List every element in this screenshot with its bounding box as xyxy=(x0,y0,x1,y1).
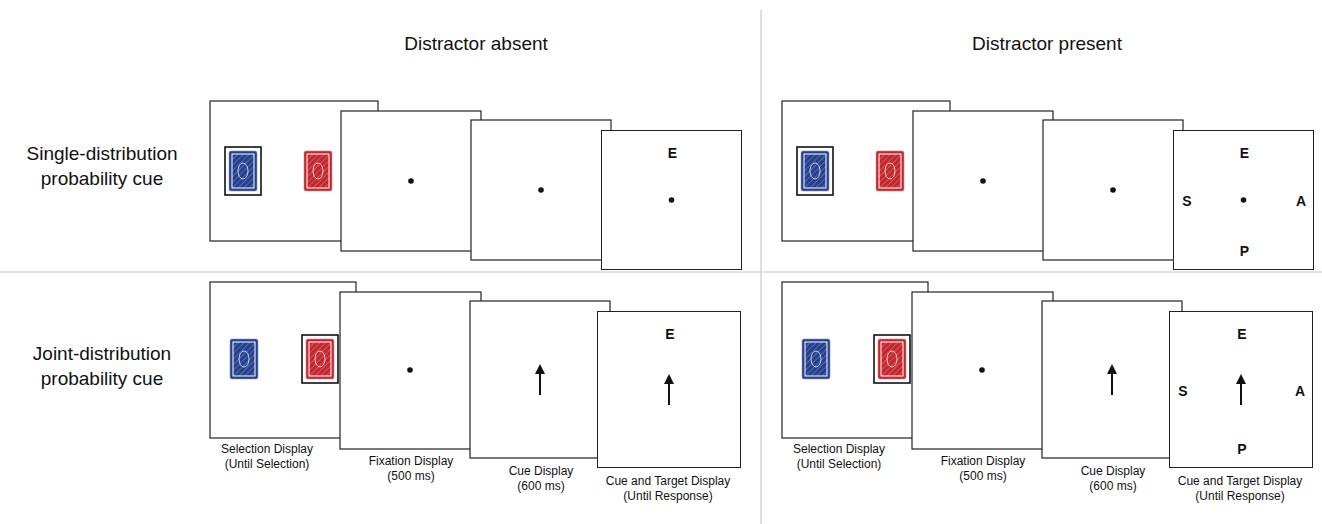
fixation-screen xyxy=(340,292,481,449)
target-screen-ground xyxy=(1173,130,1314,270)
fixation-dot xyxy=(979,367,985,373)
blue-card xyxy=(229,151,257,191)
stimulus-letter: E xyxy=(665,326,674,342)
screen-caption: Cue Display (600 ms) xyxy=(501,464,581,494)
stimulus-letter: E xyxy=(668,145,677,161)
stimulus-letter: E xyxy=(1237,326,1246,342)
fixation-dot xyxy=(1241,197,1247,203)
fixation-dot xyxy=(407,367,413,373)
cue-screen xyxy=(470,301,610,458)
stimulus-letter: P xyxy=(1240,243,1249,259)
target-screen: E S A P xyxy=(1173,130,1314,270)
selection-screen xyxy=(210,282,356,438)
blue-card xyxy=(230,339,258,379)
target-screen-ground xyxy=(601,130,742,270)
fixation-screen xyxy=(341,111,481,251)
target-screen-ground xyxy=(1169,311,1313,468)
row-header: Joint-distribution probability cue xyxy=(5,341,200,391)
target-screen: E xyxy=(597,311,741,468)
selection-screen xyxy=(782,282,928,438)
stimulus-letter: A xyxy=(1295,383,1305,399)
screen-caption: Cue and Target Display (Until Response) xyxy=(1170,474,1310,504)
stimulus-letter: E xyxy=(1240,145,1249,161)
cue-arrow-shaft xyxy=(1240,383,1242,405)
red-card xyxy=(878,339,906,379)
fixation-dot xyxy=(408,178,414,184)
selection-frame xyxy=(302,335,338,383)
fixation-dot xyxy=(538,187,544,193)
screen-caption: Cue Display (600 ms) xyxy=(1073,464,1153,494)
cue-arrow-head xyxy=(535,364,545,374)
selection-frame xyxy=(797,147,833,195)
stimulus-letter: P xyxy=(1237,441,1246,457)
screen-caption: Fixation Display (500 ms) xyxy=(361,454,461,484)
column-divider xyxy=(760,10,761,524)
target-screen-ground xyxy=(597,311,741,468)
row-divider xyxy=(0,271,1322,272)
cue-screen xyxy=(471,120,611,260)
fixation-screen xyxy=(912,292,1053,449)
fixation-screen xyxy=(913,111,1053,251)
blue-card xyxy=(802,339,830,379)
cue-arrow-head xyxy=(1236,374,1246,384)
stimulus-letter: A xyxy=(1296,193,1306,209)
column-header: Distractor absent xyxy=(366,32,586,56)
fixation-dot xyxy=(1110,187,1116,193)
row-header: Single-distribution probability cue xyxy=(5,141,200,191)
cue-arrow-shaft xyxy=(1111,373,1113,395)
column-header: Distractor present xyxy=(937,32,1157,56)
selection-frame xyxy=(225,147,261,195)
cue-arrow-head xyxy=(664,374,674,384)
screen-caption: Cue and Target Display (Until Response) xyxy=(598,474,738,504)
stimulus-letter: S xyxy=(1182,193,1191,209)
screen-caption: Fixation Display (500 ms) xyxy=(933,454,1033,484)
target-screen: E S A P xyxy=(1169,311,1313,468)
blue-card xyxy=(801,151,829,191)
cue-arrow-shaft xyxy=(539,373,541,395)
stimulus-letter: S xyxy=(1178,383,1187,399)
selection-frame xyxy=(874,335,910,383)
fixation-dot xyxy=(980,178,986,184)
red-card xyxy=(304,151,332,191)
fixation-dot xyxy=(669,197,675,203)
screen-caption: Selection Display (Until Selection) xyxy=(780,442,898,472)
cue-screen xyxy=(1042,301,1182,458)
screen-caption: Selection Display (Until Selection) xyxy=(208,442,326,472)
cue-screen xyxy=(1043,120,1183,260)
target-screen: E xyxy=(601,130,742,270)
cue-arrow-shaft xyxy=(668,383,670,405)
cue-arrow-head xyxy=(1107,364,1117,374)
red-card xyxy=(876,151,904,191)
red-card xyxy=(306,339,334,379)
